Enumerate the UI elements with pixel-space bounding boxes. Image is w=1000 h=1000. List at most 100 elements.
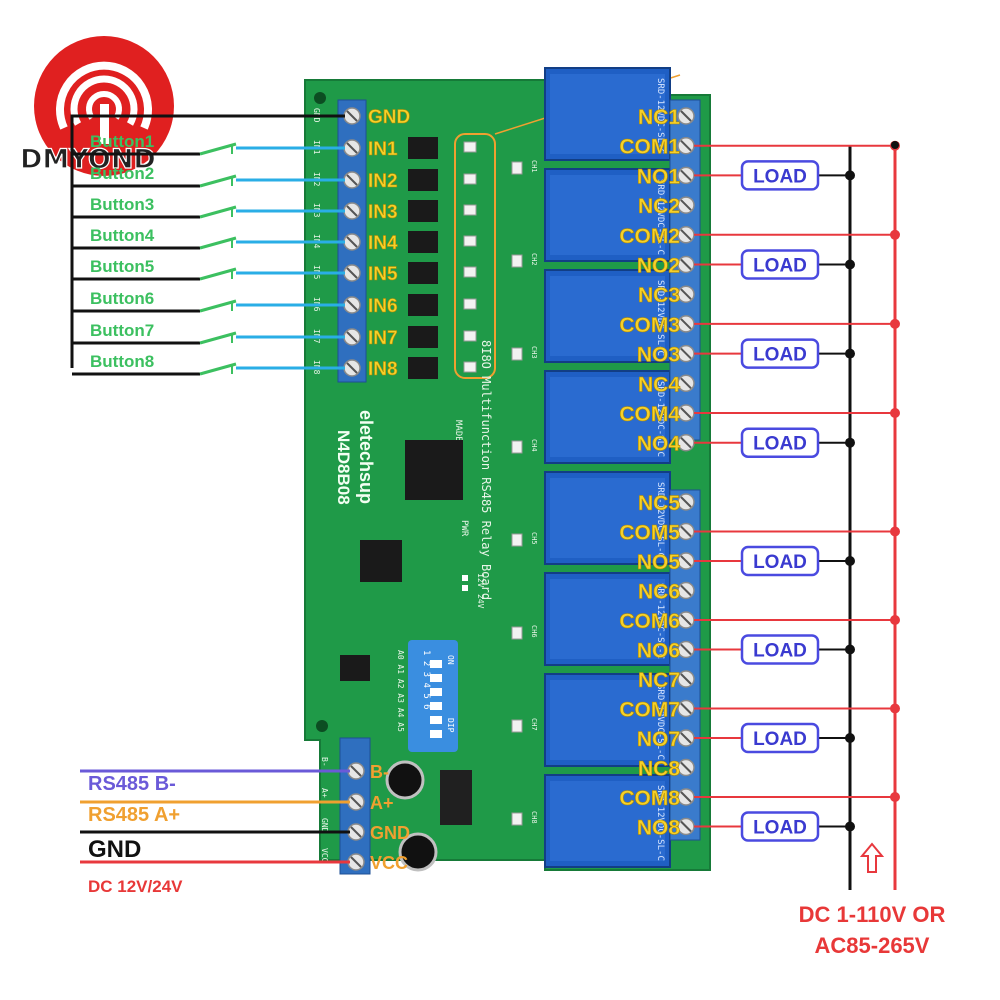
power-wire-label-2: RS485 A+	[88, 804, 180, 826]
terminal-label-no7: NO7	[637, 728, 680, 751]
power-silk-label-3: GND	[320, 818, 329, 833]
terminal-label-in3: IN3	[368, 202, 398, 223]
output-screw-no3[interactable]	[677, 344, 695, 363]
dip-key-4[interactable]	[430, 702, 442, 710]
relay-text-3: SRD-12VDC-SL-C	[655, 280, 665, 356]
power-screw-bminus[interactable]	[347, 762, 365, 780]
dip-switch[interactable]: ON DIP 1 2 3 4 5 6	[408, 640, 458, 752]
output-screw-no8[interactable]	[677, 817, 695, 836]
relay-text-7: SRD-12VDC-SL-C	[655, 684, 665, 760]
input-led-1	[463, 141, 477, 153]
dip-key-6[interactable]	[430, 730, 442, 738]
output-screw-nc6[interactable]	[677, 581, 695, 600]
input-led-7	[463, 330, 477, 342]
button-label-7: Button7	[90, 321, 154, 340]
terminal-label-nc4: NC4	[638, 373, 680, 396]
output-screw-com4[interactable]	[677, 404, 695, 422]
channel-led-label-5: CH5	[530, 532, 538, 545]
power-screw-gnd[interactable]	[347, 823, 365, 841]
button-label-8: Button8	[90, 352, 154, 371]
channel-led-3: CH3	[511, 346, 538, 361]
output-screw-com2[interactable]	[677, 226, 695, 244]
load-label-8: LOAD	[753, 818, 807, 839]
input-wiring: GNDIN1IN2IN3IN4IN5IN6IN7IN8Button1Button…	[70, 107, 411, 380]
supply-line-1: DC 1-110V OR	[799, 902, 946, 927]
output-screw-no5[interactable]	[677, 552, 695, 570]
output-screw-com8[interactable]	[677, 788, 695, 806]
button-label-2: Button2	[90, 164, 154, 183]
relay-8: SRD-12VDC-SL-C	[544, 774, 671, 868]
output-screw-com6[interactable]	[677, 611, 695, 629]
optocoupler-2	[408, 169, 438, 191]
terminal-label-no8: NO8	[637, 817, 681, 840]
relay-text-4: SRD-12VDC-SL-C	[655, 381, 665, 457]
channel-led-label-4: CH4	[530, 439, 538, 452]
button-3: Button3	[72, 195, 345, 219]
input-screw-in1[interactable]	[343, 139, 361, 157]
channel-led-7: CH7	[511, 718, 538, 733]
load-2: LOAD	[694, 249, 855, 280]
channel-led-label-2: CH2	[530, 253, 538, 266]
output-screw-nc5[interactable]	[677, 493, 695, 511]
input-screw-in4[interactable]	[343, 233, 361, 251]
com-wire-6	[694, 615, 900, 625]
output-screw-no2[interactable]	[677, 255, 695, 274]
dip-key-1[interactable]	[430, 660, 442, 668]
channel-led-label-8: CH8	[530, 811, 538, 824]
terminal-label-com6: COM6	[619, 610, 680, 633]
output-screw-no7[interactable]	[677, 729, 695, 747]
power-screw-vcc[interactable]	[347, 853, 365, 871]
power-screw-aplus[interactable]	[347, 793, 365, 811]
dip-key-5[interactable]	[430, 716, 442, 724]
relay-text-5: SRD-12VDC-SL-C	[655, 482, 665, 558]
input-screw-gnd[interactable]	[343, 107, 361, 125]
button-label-3: Button3	[90, 195, 154, 214]
input-screw-in2[interactable]	[343, 171, 361, 189]
output-screw-nc4[interactable]	[677, 374, 695, 393]
optocoupler-7	[408, 326, 438, 348]
output-screw-com1[interactable]	[677, 136, 695, 155]
channel-led-2: CH2	[511, 253, 538, 268]
terminal-label-no1: NO1	[637, 165, 681, 188]
input-screw-in6[interactable]	[343, 296, 361, 314]
output-screw-no4[interactable]	[677, 433, 695, 452]
gnd-input-wire	[70, 114, 345, 368]
input-screw-in8[interactable]	[343, 359, 361, 377]
load-1: LOAD	[694, 160, 855, 191]
output-screw-com5[interactable]	[677, 522, 695, 541]
dip-key-2[interactable]	[430, 674, 442, 682]
load-3: LOAD	[694, 338, 855, 369]
button-7: Button7	[72, 321, 345, 345]
power-terminal-label-1: B-	[370, 762, 389, 782]
dip-key-3[interactable]	[430, 688, 442, 696]
output-screw-nc8[interactable]	[677, 758, 695, 777]
com-wire-4	[694, 408, 900, 418]
output-screw-nc2[interactable]	[677, 196, 695, 214]
relay-7: SRD-12VDC-SL-C	[544, 673, 671, 767]
output-screw-com7[interactable]	[677, 699, 695, 718]
input-screw-in7[interactable]	[343, 328, 361, 346]
com-wire-3	[694, 318, 900, 329]
relay-text-8: SRD-12VDC-SL-C	[655, 785, 665, 861]
relay-4: SRD-12VDC-SL-C	[544, 370, 671, 464]
output-screw-com3[interactable]	[677, 315, 695, 333]
load-6: LOAD	[694, 634, 855, 665]
power-terminal-label-2: A+	[370, 793, 394, 813]
button-label-5: Button5	[90, 257, 154, 276]
output-wiring: NC1COM1NO1NC2COM2NO2NC3COM3NO3NC4COM4NO4…	[619, 106, 900, 890]
pwr-label: PWR	[459, 520, 469, 537]
output-screw-nc7[interactable]	[677, 670, 695, 688]
output-screw-nc3[interactable]	[677, 285, 695, 303]
output-screw-no1[interactable]	[677, 166, 695, 185]
output-screw-nc1[interactable]	[677, 107, 695, 125]
input-screw-in5[interactable]	[343, 264, 361, 282]
button-label-1: Button1	[90, 132, 154, 151]
terminal-label-com5: COM5	[619, 522, 680, 545]
output-screw-no6[interactable]	[677, 640, 695, 659]
com-wire-2	[694, 229, 900, 240]
input-led-4	[463, 235, 477, 247]
power-wire-label-3: GND	[88, 836, 141, 863]
jumper-24v-label: 24V	[476, 594, 485, 609]
input-screw-in3[interactable]	[343, 202, 361, 220]
